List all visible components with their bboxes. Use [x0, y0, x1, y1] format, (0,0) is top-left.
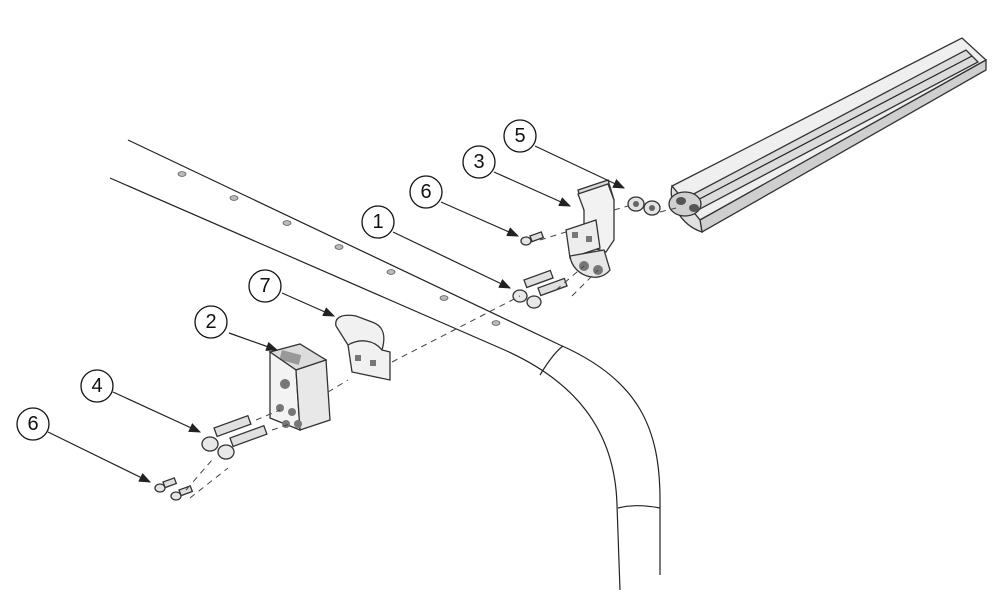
armrest-pad	[668, 37, 988, 234]
leader-arrows	[47, 145, 626, 483]
svg-text:3: 3	[473, 151, 484, 173]
svg-text:5: 5	[514, 125, 525, 147]
upper-clamp-bracket	[565, 179, 615, 278]
small-screws-lower	[154, 477, 194, 501]
svg-text:6: 6	[27, 413, 38, 435]
tube-clip	[335, 314, 391, 381]
callout-2: 2	[194, 305, 228, 339]
svg-text:2: 2	[205, 311, 216, 333]
small-screw-upper	[520, 231, 545, 246]
svg-text:6: 6	[420, 181, 431, 203]
svg-text:7: 7	[259, 275, 270, 297]
svg-text:4: 4	[91, 375, 102, 397]
callout-6-upper: 6	[409, 175, 443, 209]
callout-3: 3	[462, 145, 496, 179]
bolts-upper	[512, 269, 568, 309]
callout-4: 4	[80, 369, 114, 403]
callout-6-lower: 6	[16, 407, 50, 441]
svg-text:1: 1	[372, 211, 383, 233]
nut-washers	[627, 196, 661, 216]
lower-clamp-block	[268, 343, 331, 431]
tube-holes	[177, 171, 501, 326]
callout-1: 1	[361, 205, 395, 239]
bolts-lower	[201, 414, 268, 460]
callout-7: 7	[248, 269, 282, 303]
assembly-lines	[185, 205, 677, 499]
callouts: 5 3 6 1 7 2 4 6	[16, 119, 537, 441]
frame-tube	[109, 139, 661, 591]
callout-5: 5	[503, 119, 537, 153]
